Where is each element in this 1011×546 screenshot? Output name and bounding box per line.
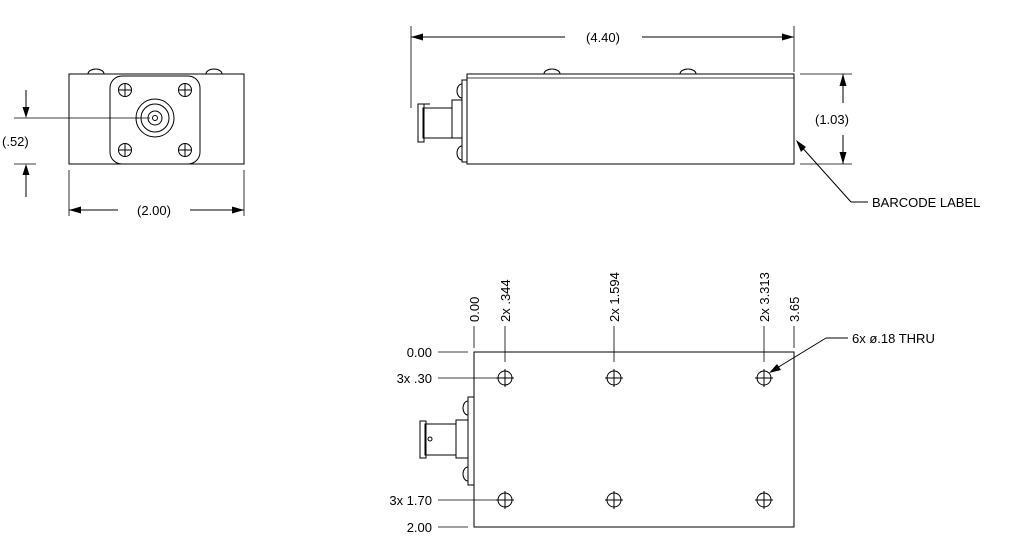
front-view-body xyxy=(68,73,245,165)
side-view-flange xyxy=(461,79,468,163)
side-view-length-dim: (4.40) xyxy=(586,30,620,45)
x-ordinate-label: 2x 3.313 xyxy=(757,272,772,322)
bottom-view-flange xyxy=(467,396,475,486)
mounting-hole-icon xyxy=(605,491,623,509)
x-ordinate-label: 3.65 xyxy=(787,297,802,322)
front-view-screw-head xyxy=(205,68,223,75)
mounting-hole-icon xyxy=(496,491,514,509)
side-view-screw-head xyxy=(543,68,561,75)
front-view-height-dim: (.52) xyxy=(2,134,29,149)
bottom-view: 0.00 2x .344 2x 1.594 2x 3.313 3.65 0.00… xyxy=(389,272,935,535)
flange-screw-icon xyxy=(178,143,192,157)
side-view-body xyxy=(466,73,795,165)
flange-screw-icon xyxy=(178,83,192,97)
mounting-hole-icon xyxy=(755,491,773,509)
barcode-label-callout: BARCODE LABEL xyxy=(872,195,980,210)
y-ordinate-label: 2.00 xyxy=(407,520,432,535)
x-ordinate-label: 2x .344 xyxy=(498,279,513,322)
y-ordinate-label: 0.00 xyxy=(407,345,432,360)
side-view: (4.40) (1.03) BARCODE LABEL xyxy=(410,26,980,210)
front-view-screw-head xyxy=(87,68,105,75)
x-ordinate-label: 0.00 xyxy=(467,297,482,322)
bottom-view-body xyxy=(473,351,795,528)
front-view-connector-flange xyxy=(109,75,201,165)
mounting-hole-icon xyxy=(605,369,623,387)
hole-callout: 6x ø.18 THRU xyxy=(852,331,935,346)
y-ordinate-label: 3x 1.70 xyxy=(389,493,432,508)
mounting-hole-icon xyxy=(496,369,514,387)
x-ordinate-label: 2x 1.594 xyxy=(607,272,622,322)
flange-screw-icon xyxy=(118,83,132,97)
bnc-connector-side-icon xyxy=(417,99,463,143)
y-ordinate-label: 3x .30 xyxy=(397,371,432,386)
flange-screw-icon xyxy=(118,143,132,157)
side-view-screw-head xyxy=(679,68,697,75)
front-view-width-dim: (2.00) xyxy=(137,203,171,218)
side-view-height-dim: (1.03) xyxy=(815,112,849,127)
mounting-hole-icon xyxy=(755,369,773,387)
bnc-connector-bottom-icon xyxy=(419,419,469,459)
front-view: (.52) (2.00) xyxy=(2,68,245,218)
